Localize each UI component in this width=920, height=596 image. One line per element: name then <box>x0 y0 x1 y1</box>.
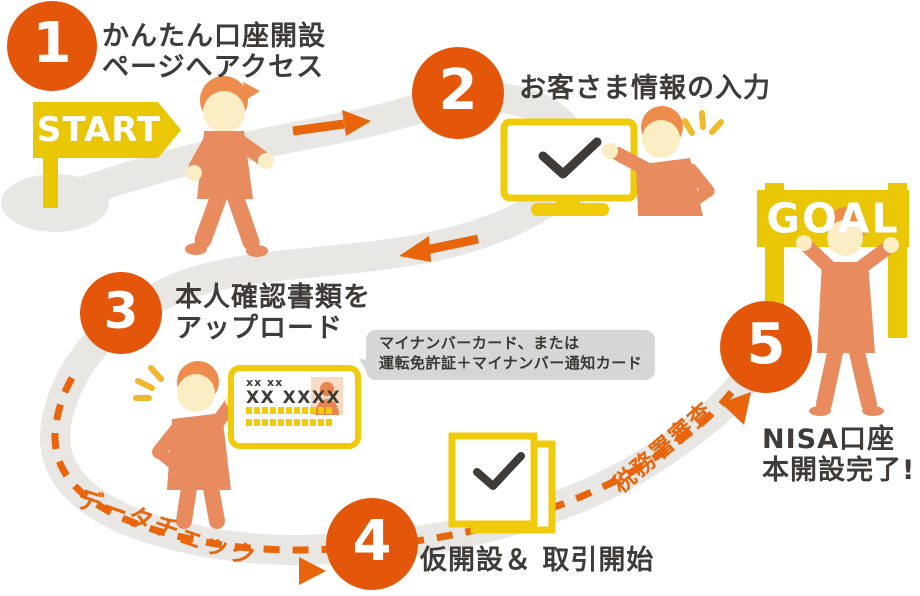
checkmark-icon <box>538 137 602 179</box>
step-3-title-line-1: 本人確認書類を <box>175 282 371 313</box>
accepted-documents-tooltip: マイナンバーカード、または 運転免許証＋マイナンバー通知カード <box>366 330 656 380</box>
step-4-badge <box>326 498 418 590</box>
step-5-title-line-1: NISA口座 <box>762 424 895 455</box>
emphasis-marks-icon <box>682 110 724 136</box>
start-sign <box>33 102 181 208</box>
id-card-dotted-text <box>246 407 332 426</box>
goal-person-illustration <box>796 207 899 416</box>
step-3-title: 本人確認書類を アップロード <box>175 282 371 345</box>
emphasis-marks-icon <box>133 365 164 401</box>
person-at-monitor-illustration <box>602 106 724 216</box>
step-3-title-line-2: アップロード <box>175 312 343 344</box>
walking-person-illustration <box>185 76 274 257</box>
step-5-number: 5 <box>746 311 786 377</box>
step-3-badge <box>80 272 162 354</box>
step-4-number: 4 <box>352 508 392 574</box>
start-sign-label: START <box>36 110 162 150</box>
step-2-number: 2 <box>438 57 478 123</box>
step-1-number: 1 <box>32 10 72 76</box>
step-4-title-line-1: 仮開設＆ 取引開始 <box>420 545 655 576</box>
id-card-name-large: XX XXXX <box>246 388 342 408</box>
step-2-title-line-1: お客さま情報の入力 <box>519 73 771 104</box>
arrow-left-icon <box>399 234 479 262</box>
monitor-icon <box>500 118 638 216</box>
checkmark-icon <box>473 452 525 490</box>
step-1-title-line-1: かんたん口座開設 <box>102 21 326 52</box>
step-1-title: かんたん口座開設 ページへアクセス <box>102 21 326 84</box>
step-2-badge <box>412 47 504 139</box>
documents-icon <box>448 432 556 534</box>
dashed-arrowhead-right-icon <box>299 557 326 585</box>
step-5-title: NISA口座 本開設完了! <box>762 424 916 487</box>
tooltip-line-2: 運転免許証＋マイナンバー通知カード <box>379 353 643 372</box>
person-with-card-illustration <box>133 361 241 529</box>
goal-sign-label: GOAL <box>766 194 900 243</box>
tooltip-line-1: マイナンバーカード、または <box>379 334 580 352</box>
step-1-title-line-2: ページへアクセス <box>102 51 325 83</box>
dashed-arrowhead-up-icon <box>721 392 751 425</box>
step-4-title: 仮開設＆ 取引開始 <box>420 545 655 577</box>
step-3-number: 3 <box>103 282 139 340</box>
id-card-icon <box>228 365 361 449</box>
step-1-badge <box>7 1 97 91</box>
id-card-name-small: xx xx <box>246 376 284 389</box>
step-5-title-line-2: 本開設完了! <box>762 454 916 486</box>
arrow-right-icon <box>292 110 371 136</box>
step-5-badge <box>720 301 812 393</box>
step-2-title: お客さま情報の入力 <box>519 73 771 105</box>
